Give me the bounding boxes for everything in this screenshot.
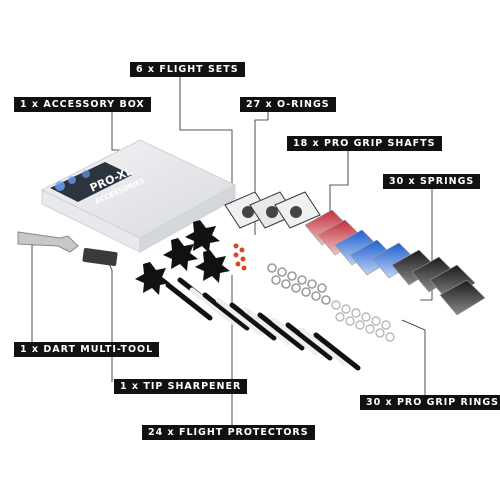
shafts bbox=[165, 277, 361, 371]
label-accessory-box: 1 x ACCESSORY BOX bbox=[14, 97, 151, 112]
o-rings bbox=[233, 243, 247, 271]
flight-protectors bbox=[135, 220, 230, 295]
label-multi-tool: 1 x DART MULTI-TOOL bbox=[14, 342, 160, 357]
label-tip-sharpener: 1 x TIP SHARPENER bbox=[114, 379, 248, 394]
grip-rings bbox=[331, 300, 395, 342]
colored-flights bbox=[304, 209, 486, 316]
multi-tool bbox=[17, 231, 79, 253]
tip-sharpener bbox=[82, 247, 118, 267]
label-grip-rings: 30 x PRO GRIP RINGS bbox=[360, 395, 500, 410]
label-flight-protectors: 24 x FLIGHT PROTECTORS bbox=[142, 425, 315, 440]
springs bbox=[267, 263, 331, 305]
skull-flights bbox=[224, 191, 321, 229]
label-flight-sets: 6 x FLIGHT SETS bbox=[130, 62, 245, 77]
label-springs: 30 x SPRINGS bbox=[383, 174, 481, 189]
label-o-rings: 27 x O-RINGS bbox=[240, 97, 336, 112]
label-shafts: 18 x PRO GRIP SHAFTS bbox=[287, 136, 442, 151]
accessory-box bbox=[40, 139, 237, 253]
